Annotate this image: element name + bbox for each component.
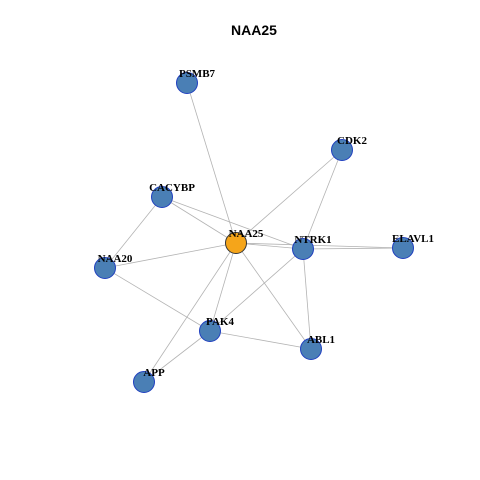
node-circle[interactable]: [331, 139, 353, 161]
node-label: PSMB7: [179, 68, 216, 80]
node-naa25[interactable]: NAA25: [225, 228, 264, 254]
edge-pak4-app: [143, 330, 211, 383]
edge-ntrk1-abl1: [302, 248, 312, 350]
node-label: APP: [143, 367, 165, 379]
node-pak4[interactable]: PAK4: [199, 316, 235, 342]
node-circle[interactable]: [225, 232, 247, 254]
edge-cacybp-ntrk1: [161, 196, 304, 250]
edge-cdk2-ntrk1: [302, 149, 343, 250]
edge-naa25-psmb7: [186, 82, 237, 244]
edge-naa25-elavl1: [235, 242, 404, 249]
node-label: CDK2: [337, 135, 367, 147]
edge-ntrk1-elavl1: [302, 247, 404, 250]
node-label: PAK4: [206, 316, 234, 328]
node-circle[interactable]: [151, 186, 173, 208]
edge-ntrk1-pak4: [209, 248, 304, 332]
node-app[interactable]: APP: [133, 367, 165, 393]
node-label: NTRK1: [294, 234, 331, 246]
node-circle[interactable]: [300, 338, 322, 360]
edge-naa20-pak4: [104, 267, 211, 332]
edge-pak4-abl1: [209, 330, 312, 350]
edge-naa25-abl1: [235, 242, 312, 350]
node-label: ABL1: [307, 334, 335, 346]
node-label: CACYBP: [149, 182, 195, 194]
node-circle[interactable]: [176, 72, 198, 94]
node-label: NAA20: [98, 253, 133, 265]
node-naa20[interactable]: NAA20: [94, 253, 133, 279]
edge-cacybp-naa20: [104, 196, 163, 269]
node-circle[interactable]: [199, 320, 221, 342]
edge-layer: [104, 82, 404, 383]
edge-naa25-naa20: [104, 242, 237, 269]
node-label: ELAVL1: [392, 233, 434, 245]
node-cdk2[interactable]: CDK2: [331, 135, 368, 161]
edge-naa25-app: [143, 242, 237, 383]
node-ntrk1[interactable]: NTRK1: [292, 234, 332, 260]
node-cacybp[interactable]: CACYBP: [149, 182, 195, 208]
edge-naa25-pak4: [209, 242, 237, 332]
node-circle[interactable]: [94, 257, 116, 279]
edge-naa25-cacybp: [161, 196, 237, 244]
edge-naa25-ntrk1: [235, 242, 304, 250]
edge-naa25-cdk2: [235, 149, 343, 244]
node-abl1[interactable]: ABL1: [300, 334, 336, 360]
node-label: NAA25: [229, 228, 264, 240]
node-circle[interactable]: [292, 238, 314, 260]
node-elavl1[interactable]: ELAVL1: [392, 233, 434, 259]
diagram-title: NAA25: [231, 22, 277, 38]
node-circle[interactable]: [133, 371, 155, 393]
node-circle[interactable]: [392, 237, 414, 259]
node-psmb7[interactable]: PSMB7: [176, 68, 216, 94]
